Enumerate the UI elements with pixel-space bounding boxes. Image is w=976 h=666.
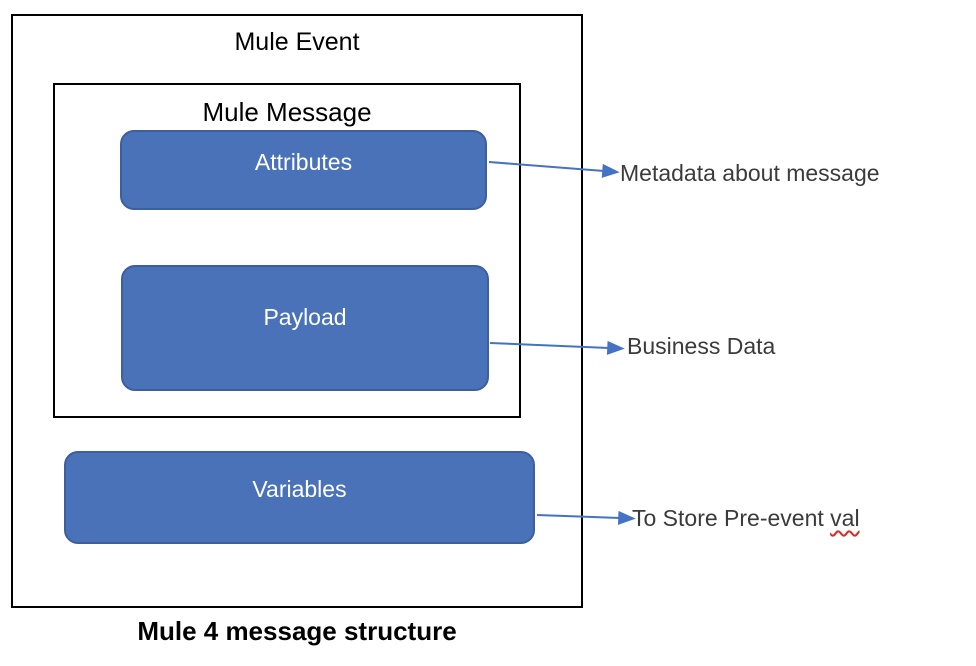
annotation-metadata-about-message: Metadata about message [620,160,880,186]
annotation-variables-prefix: To Store Pre-event [632,505,831,531]
annotation-variables-misspelled-word: val [830,505,860,531]
mule-message-title: Mule Message [202,97,372,127]
attributes-node: Attributes [120,130,487,210]
diagram-caption: Mule 4 message structure [137,616,457,646]
mule-event-title: Mule Event [234,28,360,56]
payload-node: Payload [121,265,489,391]
payload-node-label: Payload [263,304,347,330]
attributes-node-label: Attributes [254,149,353,175]
variables-node: Variables [64,451,535,544]
variables-node-label: Variables [252,476,347,502]
mule-message-box: Mule Message Attributes Payload [53,83,521,418]
annotation-to-store-pre-event-val: To Store Pre-event val [632,504,860,532]
mule-event-box: Mule Event Mule Message Attributes Paylo… [11,14,583,608]
annotation-business-data: Business Data [627,333,776,359]
